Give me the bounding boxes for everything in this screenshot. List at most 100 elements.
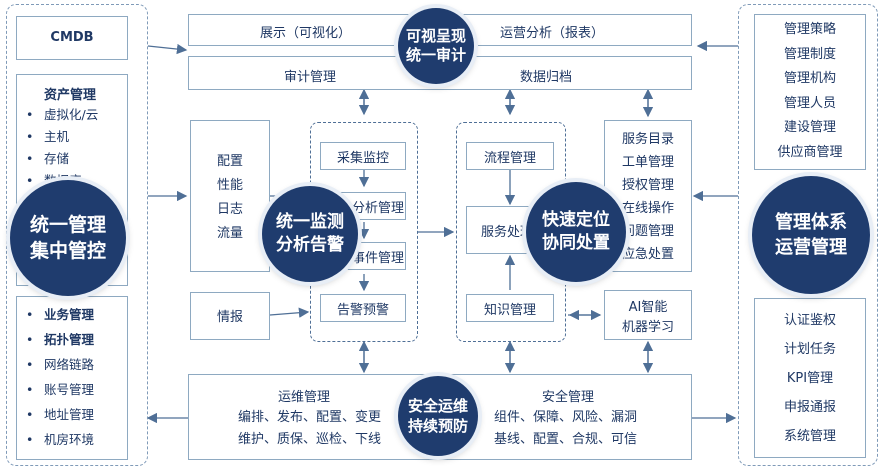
display-label: 展示（可视化）: [260, 26, 352, 41]
asset-title: 资产管理: [44, 88, 97, 103]
asset-list-item[interactable]: •存储: [26, 148, 98, 170]
asset-list-item[interactable]: •主机: [26, 126, 98, 148]
right-top-list-item[interactable]: 管理策略: [783, 22, 836, 37]
sec-title: 安全管理: [542, 390, 595, 405]
system-management-box[interactable]: [754, 298, 866, 458]
biz-list-item[interactable]: • 网络链路: [26, 352, 94, 377]
right-bottom-list: 认证鉴权计划任务 KPI管理申报通报系统管理: [754, 306, 866, 451]
config-list-item[interactable]: 流量: [216, 226, 243, 241]
visual-audit-l1: 可视呈现: [405, 27, 466, 45]
ops-line2: 维护、质保、巡检、下线: [238, 432, 382, 447]
bullet-icon: •: [26, 332, 34, 347]
cmdb-box[interactable]: CMDB: [16, 16, 128, 60]
right-top-list: 管理策略管理制度管理机构管理人员建设管理供应商管理: [754, 18, 866, 165]
locate-dispose-circle[interactable]: 快速定位 协同处置: [526, 182, 626, 282]
biz-list-item[interactable]: • 业务管理: [26, 302, 94, 327]
biz-list-item[interactable]: • 拓扑管理: [26, 327, 94, 352]
biz-list-label: 网络链路: [44, 357, 95, 372]
management-system-l1: 管理体系: [775, 212, 847, 233]
business-item-list: • 业务管理 • 拓扑管理 • 网络链路 •账号管理 • 地址管理 •机房环境: [26, 302, 94, 452]
service-list-item[interactable]: 授权管理: [621, 178, 674, 193]
cmdb-label: CMDB: [50, 30, 94, 45]
config-box[interactable]: [190, 120, 270, 272]
config-list-item[interactable]: 配置: [216, 154, 243, 169]
biz-list-item[interactable]: •账号管理: [26, 377, 94, 402]
locate-dispose-l1: 快速定位: [542, 210, 610, 230]
process-flow-box[interactable]: 流程管理: [466, 142, 554, 170]
biz-list-label: 业务管理: [44, 307, 95, 322]
intel-box[interactable]: 情报: [190, 292, 270, 340]
monitor-analysis-label: 分析管理: [351, 200, 404, 216]
service-list-item[interactable]: 在线操作: [621, 201, 674, 216]
locate-dispose-l2: 协同处置: [542, 233, 610, 253]
management-system-l2: 运营管理: [775, 237, 847, 258]
ops-title: 运维管理: [278, 390, 331, 405]
monitor-collect-box[interactable]: 采集监控: [320, 142, 406, 170]
unified-control-l1: 统一管理: [29, 214, 106, 236]
service-list-item[interactable]: 应急处置: [621, 247, 674, 262]
security-ops-l2: 持续预防: [407, 417, 468, 435]
right-top-list-item[interactable]: 建设管理: [783, 120, 836, 135]
right-bottom-list-item[interactable]: 认证鉴权: [783, 313, 836, 328]
config-list-item[interactable]: 日志: [216, 202, 243, 217]
intel-label: 情报: [216, 310, 243, 325]
service-list-item[interactable]: 服务目录: [621, 132, 674, 147]
monitor-collect-label: 采集监控: [336, 150, 389, 166]
process-flow-label: 流程管理: [483, 150, 536, 166]
ops-line1: 编排、发布、配置、变更: [238, 410, 382, 425]
bullet-icon: •: [26, 107, 34, 122]
ai-line1: AI智能: [628, 300, 668, 315]
right-bottom-list-item[interactable]: 申报通报: [783, 400, 836, 415]
visual-audit-l2: 统一审计: [405, 46, 466, 64]
security-ops-circle[interactable]: 安全运维 持续预防: [398, 376, 478, 456]
biz-list-item[interactable]: •机房环境: [26, 427, 94, 452]
security-ops-l1: 安全运维: [407, 397, 468, 415]
monitor-alert-label: 告警预警: [336, 302, 389, 318]
biz-list-label: 拓扑管理: [44, 332, 95, 347]
unified-control-circle[interactable]: 统一管理 集中管控: [10, 180, 126, 296]
asset-list-label: 主机: [44, 129, 70, 144]
monitor-alert-box[interactable]: 告警预警: [320, 294, 406, 322]
right-top-list-item[interactable]: 管理机构: [783, 71, 836, 86]
monitor-alert-l2: 分析告警: [276, 235, 344, 255]
management-policy-box[interactable]: [754, 14, 866, 170]
right-top-list-item[interactable]: 供应商管理: [777, 144, 843, 160]
right-panel: [738, 4, 878, 466]
right-bottom-list-item[interactable]: KPI管理: [786, 371, 834, 386]
management-system-circle[interactable]: 管理体系 运营管理: [752, 176, 870, 294]
right-top-list-item[interactable]: 管理制度: [783, 46, 836, 62]
bullet-icon: •: [26, 173, 34, 188]
biz-list-label: 地址管理: [44, 407, 95, 422]
config-item-list: 配置性能日志流量: [190, 150, 270, 246]
bullet-icon: •: [26, 407, 34, 422]
ai-box[interactable]: [604, 290, 692, 340]
asset-list-label: 虚拟化/云: [44, 107, 99, 122]
process-knowledge-label: 知识管理: [483, 302, 536, 318]
monitor-alert-circle[interactable]: 统一监测 分析告警: [262, 186, 358, 282]
audit-label: 审计管理: [284, 70, 337, 85]
biz-list-item[interactable]: • 地址管理: [26, 402, 94, 427]
process-knowledge-box[interactable]: 知识管理: [466, 294, 554, 322]
visual-audit-circle[interactable]: 可视呈现 统一审计: [398, 8, 474, 84]
right-top-list-item[interactable]: 管理人员: [783, 95, 836, 111]
asset-list-item[interactable]: • 虚拟化/云: [26, 104, 98, 126]
process-service-label: 服务处理: [481, 224, 534, 240]
right-bottom-list-item[interactable]: 系统管理: [783, 429, 836, 444]
service-list-item[interactable]: 工单管理: [621, 155, 674, 170]
bullet-icon: •: [26, 307, 34, 322]
right-bottom-list-item[interactable]: 计划任务: [783, 342, 836, 357]
sec-line2: 基线、配置、合规、可信: [494, 432, 638, 447]
service-list-item[interactable]: 问题管理: [621, 224, 674, 239]
monitor-alert-l1: 统一监测: [276, 212, 344, 232]
unified-control-l2: 集中管控: [29, 240, 106, 262]
monitor-event-label: 事件管理: [351, 250, 404, 266]
ai-line2: 机器学习: [621, 320, 674, 335]
business-management-box[interactable]: [16, 296, 128, 460]
biz-list-label: 账号管理: [44, 382, 95, 397]
sec-line1: 组件、保障、风险、漏洞: [494, 410, 638, 425]
service-item-list: 服务目录工单管理授权管理在线操作问题管理应急处置: [604, 128, 692, 266]
bullet-icon: •: [26, 357, 34, 372]
archive-label: 数据归档: [520, 70, 573, 85]
config-list-item[interactable]: 性能: [216, 178, 243, 193]
